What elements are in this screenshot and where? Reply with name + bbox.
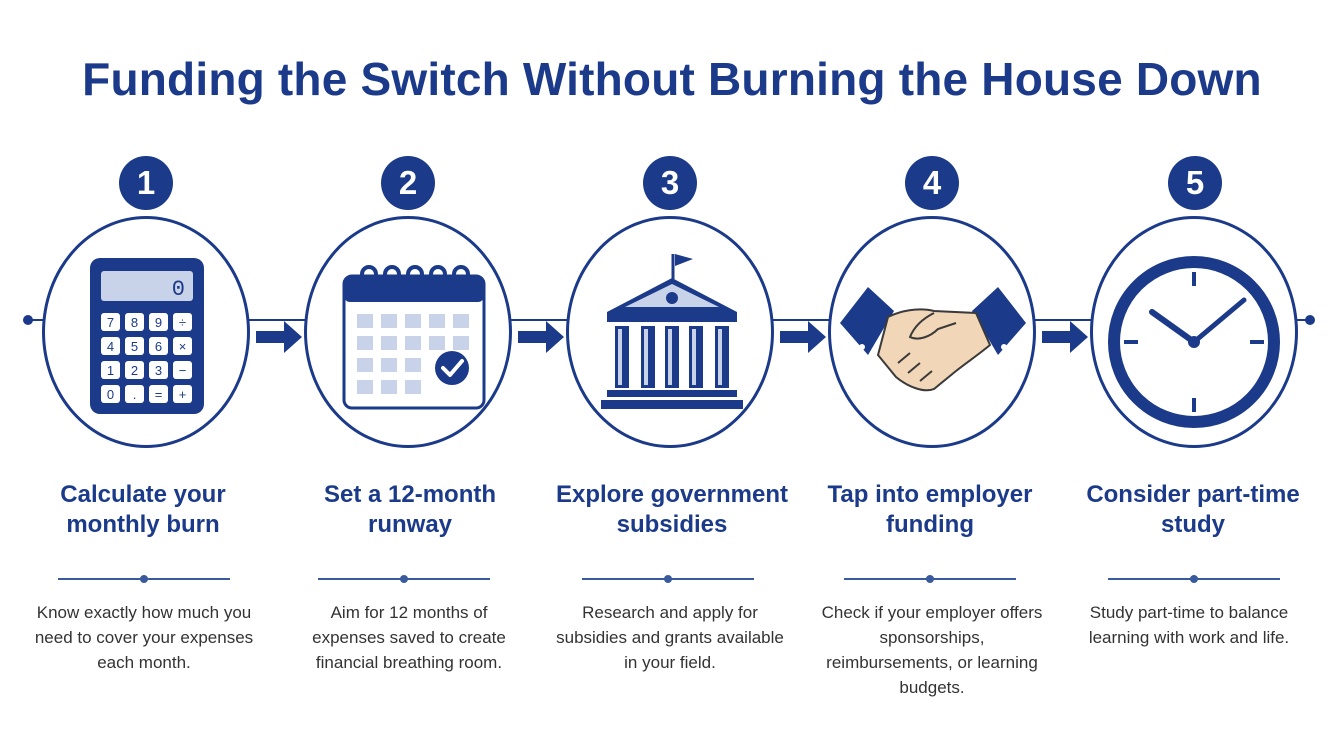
step-2-number: 2	[381, 156, 435, 210]
arrow-icon	[780, 321, 826, 353]
calculator-key	[149, 385, 168, 403]
calculator-key-label: .	[133, 387, 137, 402]
government-building-icon	[601, 254, 743, 409]
step-1-number: 1	[119, 156, 173, 210]
calculator-key-label: 1	[107, 363, 114, 378]
calculator-key-label: 9	[155, 315, 162, 330]
calculator-key	[149, 337, 168, 355]
connector-start-dot	[23, 315, 33, 325]
calculator-key-label: 3	[155, 363, 162, 378]
step-5-divider	[1108, 575, 1280, 583]
step-4-heading: Tap into employer funding	[827, 481, 1033, 538]
calculator-key	[149, 361, 168, 379]
calculator-key	[173, 361, 192, 379]
calculator-key-label: 2	[131, 363, 138, 378]
step-2-divider	[318, 575, 490, 583]
calculator-key	[173, 385, 192, 403]
calculator-key	[125, 361, 144, 379]
calculator-key-label: ÷	[179, 315, 186, 330]
calculator-key	[101, 361, 120, 379]
step-4-description: Check if your employer offers sponsorshi…	[821, 603, 1043, 697]
step-5-heading: Consider part-time study	[1086, 481, 1300, 538]
calendar-icon	[342, 265, 486, 410]
calculator-key	[125, 337, 144, 355]
step-4-number: 4	[905, 156, 959, 210]
calculator-key-label: 4	[107, 339, 114, 354]
arrow-icon	[1042, 321, 1088, 353]
calculator-key-label: 0	[107, 387, 114, 402]
checkmark-icon	[435, 351, 469, 385]
calculator-key-label: =	[155, 387, 163, 402]
step-3-number: 3	[643, 156, 697, 210]
arrow-icon	[256, 321, 302, 353]
step-3-divider	[582, 575, 754, 583]
calculator-key	[101, 313, 120, 331]
calculator-key-label: ×	[179, 339, 187, 354]
calculator-key-label: 6	[155, 339, 162, 354]
step-5-number: 5	[1168, 156, 1222, 210]
step-2-description: Aim for 12 months of expenses saved to c…	[312, 603, 506, 672]
calculator-key	[101, 385, 120, 403]
connector-end-dot	[1305, 315, 1315, 325]
clock-icon	[1108, 256, 1280, 428]
page-title: Funding the Switch Without Burning the H…	[82, 53, 1262, 105]
step-1-description: Know exactly how much you need to cover …	[34, 603, 254, 672]
calculator-key	[125, 313, 144, 331]
calculator-key-label: 5	[131, 339, 138, 354]
arrow-icon	[518, 321, 564, 353]
calculator-key	[149, 313, 168, 331]
step-5-description: Study part-time to balance learning with…	[1088, 603, 1290, 647]
calculator-key	[101, 337, 120, 355]
calculator-key	[125, 385, 144, 403]
flag-icon	[675, 254, 693, 266]
step-3-heading: Explore government subsidies	[555, 481, 789, 538]
calculator-key-label: 7	[107, 315, 114, 330]
calculator-display: 0	[172, 277, 185, 302]
handshake-icon	[840, 287, 1026, 392]
step-1-divider	[58, 575, 230, 583]
calculator-key-label: 8	[131, 315, 138, 330]
step-4-divider	[844, 575, 1016, 583]
step-2-heading: Set a 12-month runway	[323, 481, 497, 538]
calculator-key	[173, 337, 192, 355]
calculator-key-label: −	[179, 363, 187, 378]
step-3-description: Research and apply for subsidies and gra…	[556, 603, 784, 672]
step-1-heading: Calculate your monthly burn	[60, 481, 226, 538]
calculator-key-label: +	[179, 387, 187, 402]
calculator-key	[173, 313, 192, 331]
calculator-icon: 0 7 8 9 ÷ 4 5 6 × 1 2 3 − 0. = +	[90, 258, 204, 414]
